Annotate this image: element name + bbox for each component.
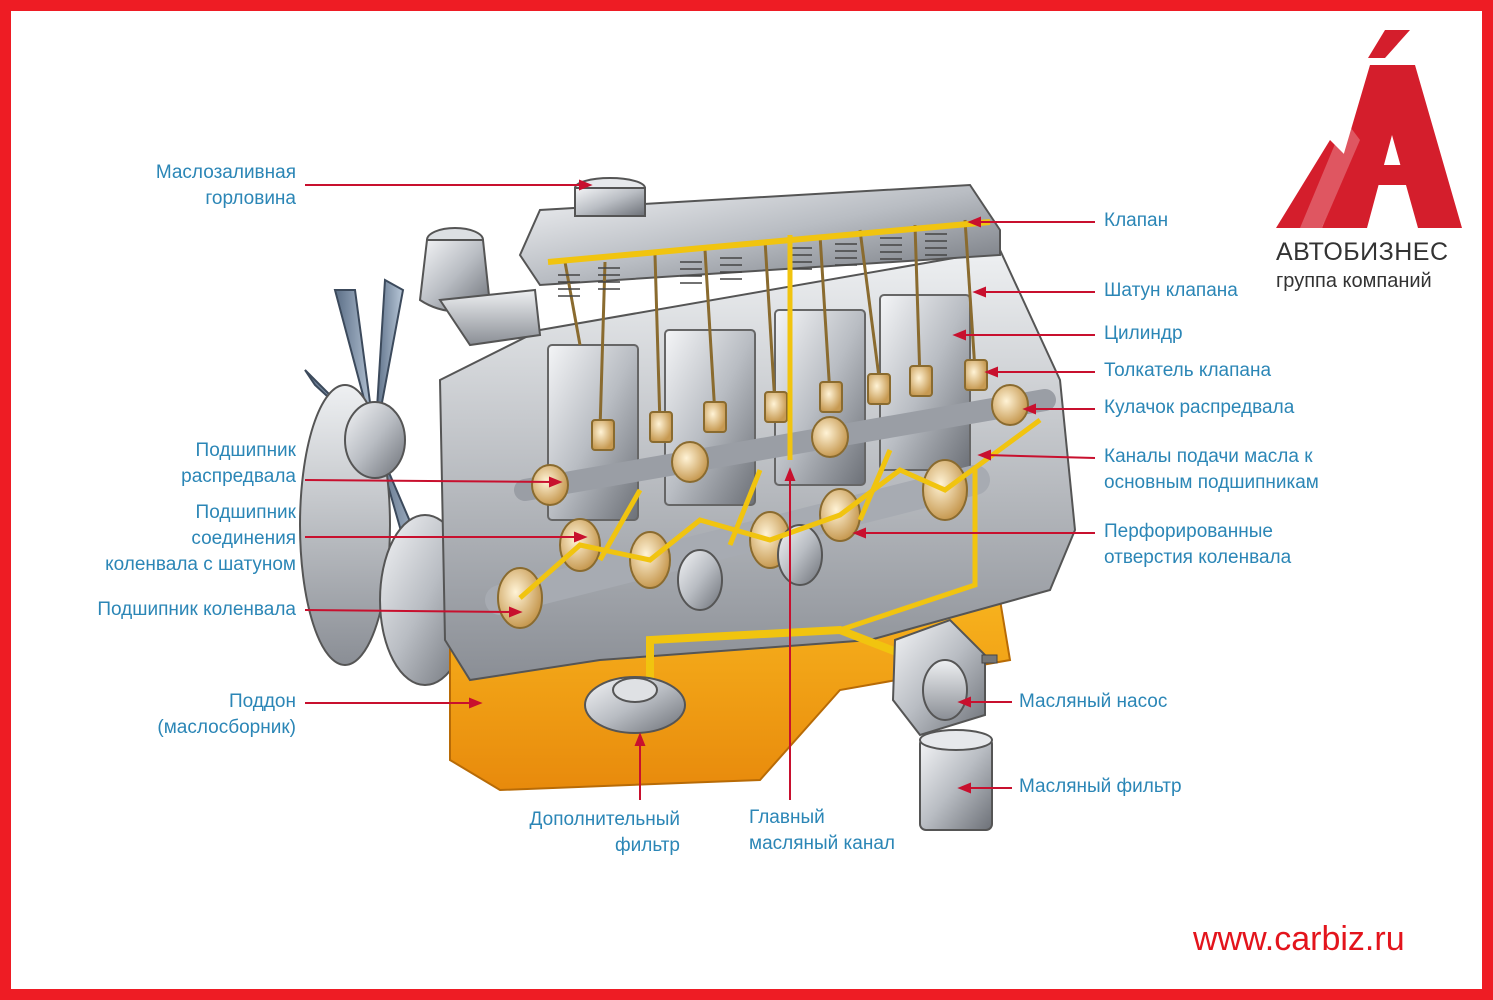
label-cam-lobe: Кулачок распредвала xyxy=(1104,397,1295,418)
label-oil-channels: Каналы подачи масла к основным подшипник… xyxy=(1104,446,1319,493)
label-extra-filter: Дополнительный фильтр xyxy=(529,809,680,856)
logo-mark xyxy=(1276,30,1462,228)
oil-channels xyxy=(518,235,1042,633)
rocker-oil-rail xyxy=(547,219,991,265)
label-oil-pump: Масляный насос xyxy=(1019,691,1168,712)
label-rod-bearing: Подшипник соединения коленвала с шатуном xyxy=(105,502,296,575)
leader-lines xyxy=(304,179,1096,800)
label-camshaft-bearing: Подшипник распредвала xyxy=(181,440,296,487)
oil-pickup-filter xyxy=(584,676,686,734)
oil-filter xyxy=(919,729,993,831)
oil-filler-cap xyxy=(574,177,646,217)
valve-train xyxy=(563,219,977,431)
label-sump: Поддон (маслосборник) xyxy=(157,691,296,738)
label-crank-holes: Перфорированные отверстия коленвала xyxy=(1104,521,1292,568)
label-main-gallery: Главный масляный канал xyxy=(749,807,895,854)
label-oil-filter: Масляный фильтр xyxy=(1019,776,1182,797)
label-lifter: Толкатель клапана xyxy=(1104,360,1272,381)
label-cylinder: Цилиндр xyxy=(1104,323,1183,344)
label-valve: Клапан xyxy=(1104,210,1169,231)
crankshaft xyxy=(485,465,990,615)
main-oil-gallery-pipe xyxy=(646,625,932,680)
intake xyxy=(418,227,542,347)
label-oil-filler: Маслозаливная горловина xyxy=(155,162,296,209)
logo-name: АВТОБИЗНЕС xyxy=(1276,238,1449,266)
lifters xyxy=(591,359,988,451)
logo-subtitle: группа компаний xyxy=(1276,270,1432,292)
footer-url[interactable]: www.carbiz.ru xyxy=(1193,920,1405,958)
oil-pump xyxy=(891,618,998,737)
label-pushrod: Шатун клапана xyxy=(1104,280,1238,301)
valve-springs xyxy=(558,233,947,297)
label-main-bearing: Подшипник коленвала xyxy=(97,599,296,620)
camshaft xyxy=(514,389,1056,501)
